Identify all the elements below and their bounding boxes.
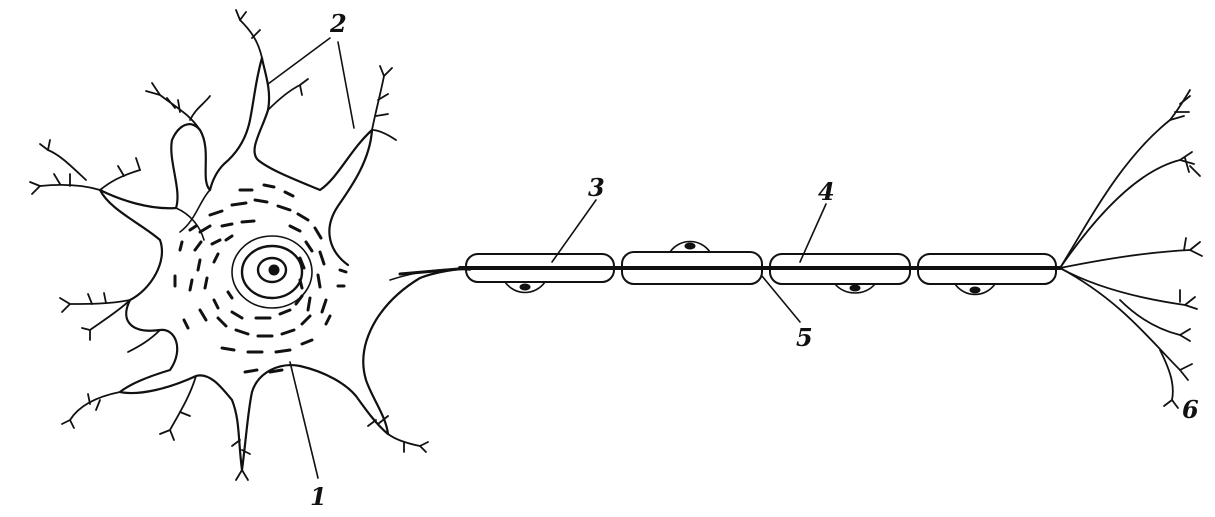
label-4: 4	[818, 177, 835, 206]
leader-1	[290, 362, 318, 478]
dendrites	[30, 10, 428, 480]
leader-5	[762, 276, 800, 322]
leader-2b	[338, 42, 354, 128]
label-5: 5	[796, 323, 813, 352]
label-6: 6	[1182, 395, 1199, 424]
leader-3	[552, 200, 596, 262]
label-1: 1	[310, 482, 327, 511]
label-3: 3	[588, 173, 605, 202]
leader-2a	[268, 38, 330, 84]
nucleus	[232, 236, 312, 308]
leader-lines	[268, 38, 826, 478]
axon-terminals	[1060, 90, 1202, 408]
axon	[390, 268, 1060, 280]
label-2: 2	[329, 9, 347, 38]
